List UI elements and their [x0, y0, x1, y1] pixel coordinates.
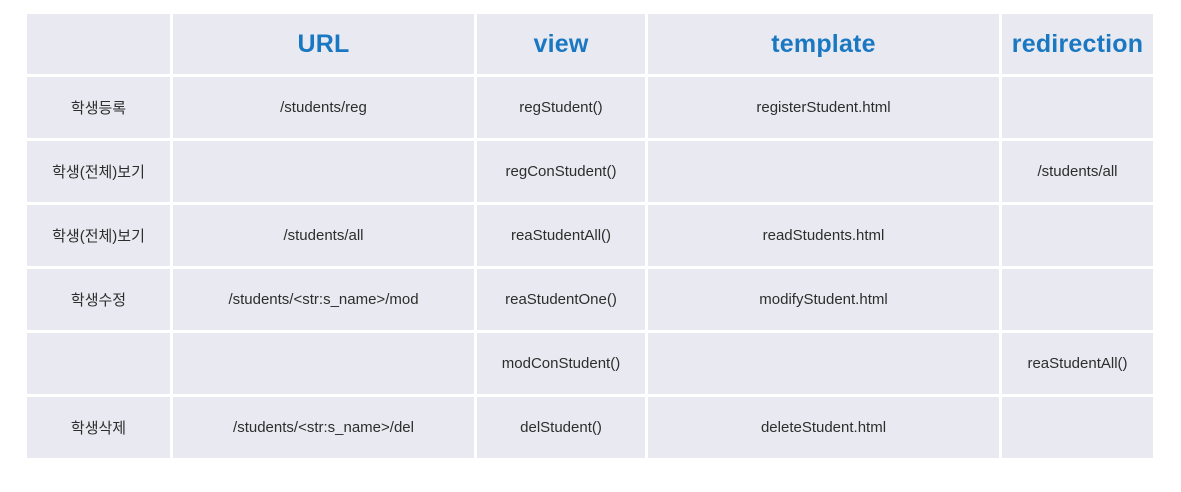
cell-url: /students/reg: [173, 77, 474, 138]
column-header-template: template: [648, 14, 999, 74]
cell-view: reaStudentOne(): [477, 269, 645, 330]
table-row: 학생(전체)보기 /students/all reaStudentAll() r…: [27, 205, 1153, 266]
cell-action: 학생등록: [27, 77, 170, 138]
cell-url: /students/<str:s_name>/mod: [173, 269, 474, 330]
table-row: 학생삭제 /students/<str:s_name>/del delStude…: [27, 397, 1153, 458]
cell-template: deleteStudent.html: [648, 397, 999, 458]
table-row: 학생(전체)보기 regConStudent() /students/all: [27, 141, 1153, 202]
cell-redirection: /students/all: [1002, 141, 1153, 202]
cell-action: 학생수정: [27, 269, 170, 330]
column-header-redirection: redirection: [1002, 14, 1153, 74]
cell-url: [173, 141, 474, 202]
cell-view: delStudent(): [477, 397, 645, 458]
cell-template: [648, 333, 999, 394]
cell-template: registerStudent.html: [648, 77, 999, 138]
table-row: 학생등록 /students/reg regStudent() register…: [27, 77, 1153, 138]
cell-action: [27, 333, 170, 394]
cell-url: /students/all: [173, 205, 474, 266]
cell-url: [173, 333, 474, 394]
cell-action: 학생삭제: [27, 397, 170, 458]
header-row: URL view template redirection: [27, 14, 1153, 74]
cell-redirection: [1002, 205, 1153, 266]
cell-action: 학생(전체)보기: [27, 141, 170, 202]
cell-redirection: reaStudentAll(): [1002, 333, 1153, 394]
cell-redirection: [1002, 269, 1153, 330]
column-header-url: URL: [173, 14, 474, 74]
table-row: modConStudent() reaStudentAll(): [27, 333, 1153, 394]
cell-view: regConStudent(): [477, 141, 645, 202]
column-header-blank: [27, 14, 170, 74]
column-header-view: view: [477, 14, 645, 74]
cell-view: reaStudentAll(): [477, 205, 645, 266]
cell-view: modConStudent(): [477, 333, 645, 394]
cell-template: [648, 141, 999, 202]
cell-template: readStudents.html: [648, 205, 999, 266]
cell-redirection: [1002, 77, 1153, 138]
table-row: 학생수정 /students/<str:s_name>/mod reaStude…: [27, 269, 1153, 330]
cell-template: modifyStudent.html: [648, 269, 999, 330]
cell-redirection: [1002, 397, 1153, 458]
cell-view: regStudent(): [477, 77, 645, 138]
url-routes-table: URL view template redirection 학생등록 /stud…: [24, 11, 1156, 461]
cell-action: 학생(전체)보기: [27, 205, 170, 266]
cell-url: /students/<str:s_name>/del: [173, 397, 474, 458]
